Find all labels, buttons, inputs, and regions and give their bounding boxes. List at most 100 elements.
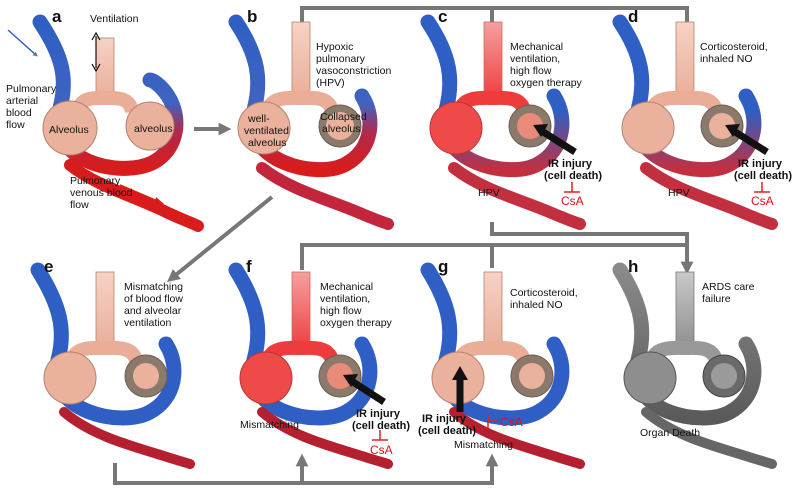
airway-b — [291, 21, 311, 101]
airway-g — [483, 271, 503, 351]
caption-g-line2: inhaled NO — [510, 299, 563, 311]
pulmonary-arterial-line4: flow — [6, 119, 25, 131]
alveolus-left-d — [621, 101, 675, 155]
airway-branch-a — [71, 90, 139, 114]
panel-a: a Ventilation Pulmonary arterial blood f… — [6, 7, 204, 232]
vessel-e — [30, 262, 182, 426]
vessel-e-vein — [59, 407, 195, 469]
csa-inhibit-f — [372, 430, 388, 441]
panel-d: d Corticosteroid, inhaled NO IR injury (… — [612, 7, 792, 230]
csa-label-c: CsA — [561, 194, 584, 208]
alveolus-left-label-a: Alveolus — [49, 124, 89, 136]
organ-death-label: Organ Death — [640, 427, 700, 439]
vessel-b — [228, 14, 378, 178]
pulmonary-venous-line2: venous blood — [70, 187, 133, 199]
vessel-h — [612, 262, 762, 426]
caption-c-line3: high flow — [510, 65, 552, 77]
panel-c: c Mechanical ventilation, high flow oxyg… — [420, 7, 602, 230]
panel-letter-e: e — [44, 257, 53, 276]
panel-letter-f: f — [246, 257, 252, 276]
airway-c — [483, 21, 503, 101]
vessel-a — [32, 14, 184, 176]
vessel-b-vein — [256, 162, 394, 230]
csa-label-f: CsA — [370, 443, 393, 457]
ir-injury-g-line1: IR injury — [422, 413, 467, 425]
csa-label-g: CsA — [500, 415, 523, 429]
vessel-a-vein — [64, 159, 204, 232]
arterial-flow-arrow-a — [7, 29, 38, 57]
arrow-b-to-e — [167, 195, 274, 283]
vessel-g-vein — [449, 407, 585, 469]
caption-e-line4: ventilation — [124, 317, 171, 329]
alveolus-left-c — [429, 101, 483, 155]
airway-d — [675, 21, 695, 101]
alveolus-right-a — [125, 101, 175, 151]
caption-b-line2: pulmonary — [316, 53, 366, 65]
pulmonary-arterial-line1: Pulmonary — [6, 83, 57, 95]
caption-d-line1: Corticosteroid, — [700, 41, 768, 53]
vessel-f-vein — [257, 407, 393, 469]
alveolus-left-f — [239, 351, 293, 405]
caption-c-line2: ventilation, — [510, 53, 560, 65]
well-ventilated-line1: well- — [247, 113, 270, 125]
panel-f: f Mechanical ventilation, high flow oxyg… — [228, 257, 410, 469]
ir-injury-f-line2: (cell death) — [352, 420, 410, 432]
panel-h: h ARDS care failure Organ Death — [612, 257, 777, 469]
caption-c-line4: oxygen therapy — [510, 77, 583, 89]
vessel-c — [420, 14, 570, 178]
collapsed-line1: Collapsed — [320, 111, 367, 123]
caption-e-line2: of blood flow — [124, 293, 183, 305]
alveolus-left-h — [623, 351, 677, 405]
caption-f-line2: ventilation, — [320, 293, 370, 305]
vessel-g — [420, 262, 570, 426]
alveolus-left-a — [42, 100, 98, 156]
panel-letter-b: b — [247, 7, 257, 26]
pulmonary-venous-line3: flow — [70, 199, 89, 211]
caption-b-line1: Hypoxic — [316, 41, 353, 53]
alveolus-right-label-a: alveolus — [134, 123, 173, 135]
mismatching-label-f: Mismatching — [240, 419, 299, 431]
connector-arrows — [113, 6, 694, 485]
pulmonary-arterial-line2: arterial — [6, 95, 38, 107]
caption-c-line1: Mechanical — [510, 41, 563, 53]
caption-f-line1: Mechanical — [320, 281, 373, 293]
vessel-d — [612, 14, 762, 178]
vessel-c-vein — [448, 162, 586, 230]
caption-f-line3: high flow — [320, 305, 362, 317]
caption-h-line1: ARDS care — [702, 281, 755, 293]
airway-a — [95, 37, 115, 101]
alveolus-left-b — [237, 101, 291, 155]
ir-injury-c-line1: IR injury — [548, 158, 593, 170]
hpv-label-c: HPV — [478, 187, 500, 199]
caption-f-line4: oxygen therapy — [320, 317, 393, 329]
airway-f — [291, 271, 311, 351]
ventilation-label: Ventilation — [90, 13, 139, 25]
ir-arrow-f — [348, 377, 386, 405]
ir-injury-c-line2: (cell death) — [544, 170, 602, 182]
ir-injury-g-line2: (cell death) — [418, 425, 476, 437]
csa-inhibit-d — [754, 182, 770, 193]
mismatching-label-g: Mismatching — [454, 439, 513, 451]
vessel-f — [228, 262, 378, 426]
caption-g-line1: Corticosteroid, — [510, 287, 578, 299]
caption-h-line2: failure — [702, 293, 731, 305]
well-ventilated-line2: ventilated — [244, 125, 289, 137]
pulmonary-venous-line1: Pulmonary — [70, 175, 121, 187]
caption-e-line3: and alveolar — [124, 305, 182, 317]
panel-b: b Hypoxic pulmonary vasoconstriction (HP… — [228, 7, 394, 230]
ir-injury-d-line1: IR injury — [738, 158, 783, 170]
ir-arrow-d — [730, 127, 769, 155]
panel-letter-g: g — [438, 257, 448, 276]
panel-letter-h: h — [628, 257, 638, 276]
ir-injury-d-line2: (cell death) — [734, 170, 792, 182]
alveolus-left-e — [43, 351, 97, 405]
caption-d-line2: inhaled NO — [700, 53, 753, 65]
arrow-cd-to-h — [490, 222, 694, 275]
panel-e: e Mismatching of blood flow and alveolar… — [30, 257, 195, 469]
collapsed-line2: alveolus — [322, 123, 361, 135]
hpv-label-d: HPV — [668, 187, 690, 199]
arrow-fg-to-h — [300, 243, 687, 270]
well-ventilated-line3: alveolus — [248, 137, 287, 149]
csa-inhibit-c — [564, 182, 580, 193]
